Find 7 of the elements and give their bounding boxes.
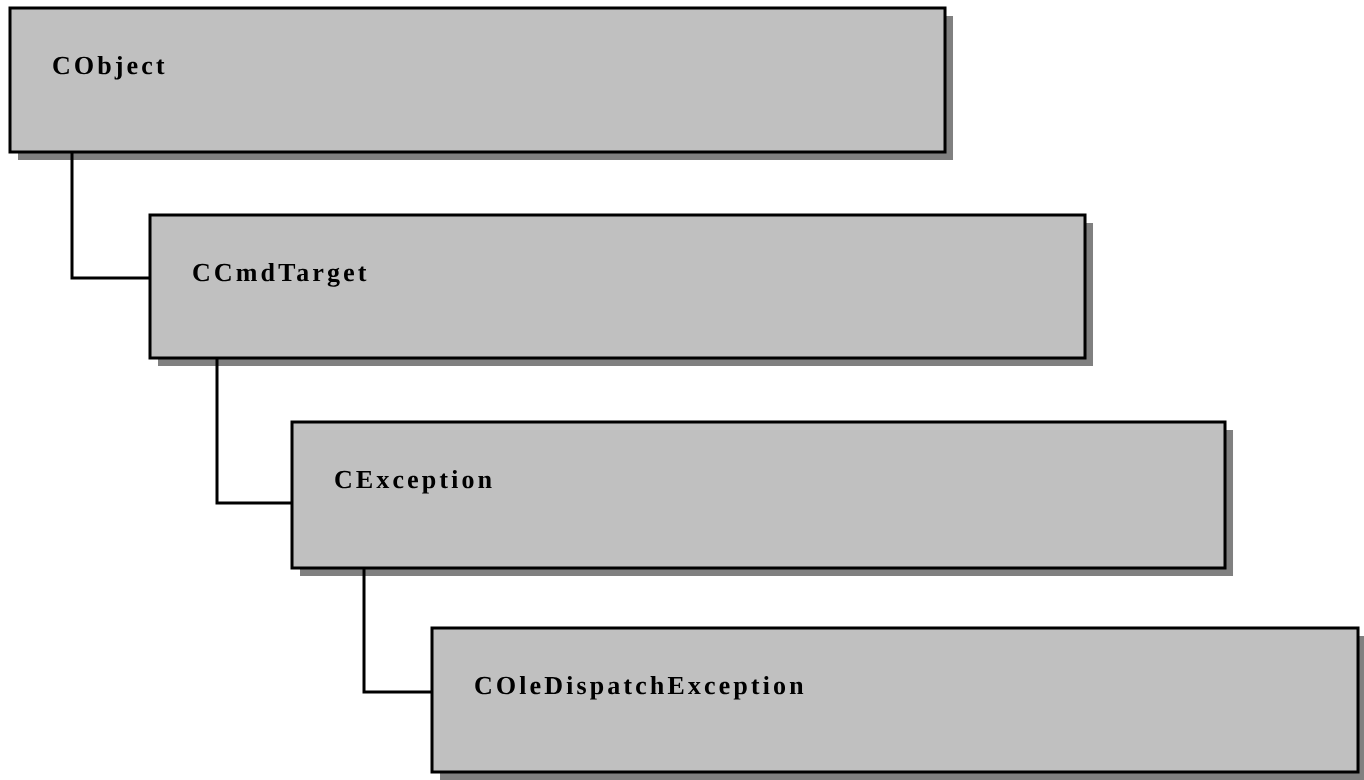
class-box: CException (290, 420, 1233, 576)
connector-line (70, 152, 150, 280)
connector-line (215, 358, 292, 505)
class-box: CObject (8, 6, 953, 160)
connector-line (362, 568, 432, 694)
class-box: CCmdTarget (148, 213, 1093, 366)
class-box: COleDispatchException (430, 626, 1364, 780)
